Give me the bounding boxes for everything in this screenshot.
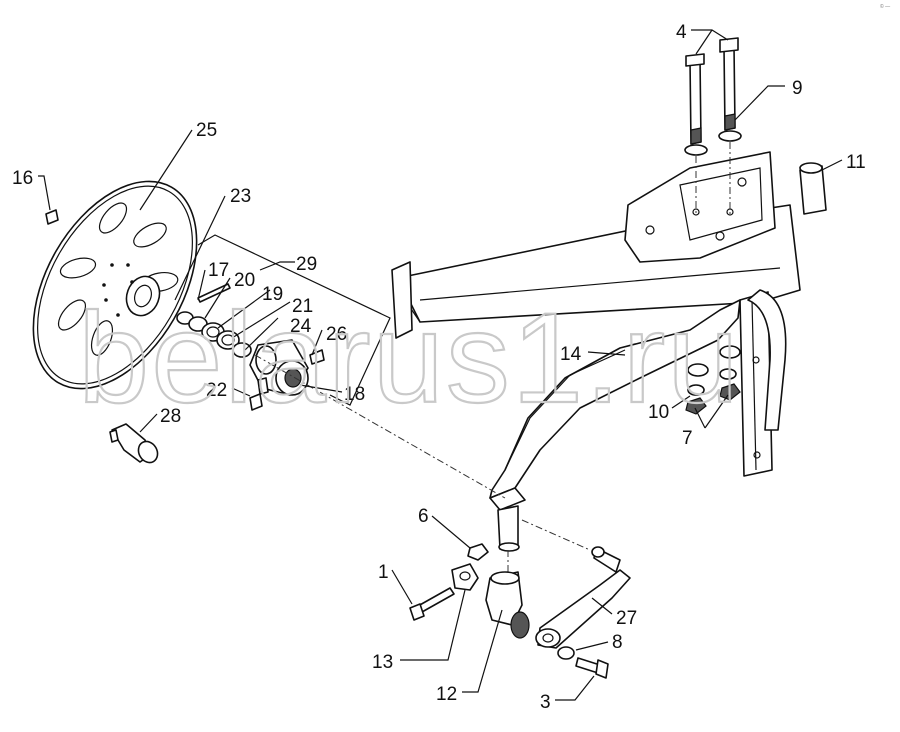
frame-beam (391, 151, 801, 477)
nut-part-6 (467, 543, 489, 561)
callout-13: 13 (372, 652, 393, 673)
bolts-part-4 (684, 37, 742, 215)
callout-1: 1 (378, 562, 389, 583)
bushing-part-11 (799, 162, 827, 215)
callout-18: 18 (344, 384, 365, 405)
callout-8: 8 (612, 632, 623, 653)
callout-6: 6 (418, 506, 429, 527)
arm-part-14 (489, 299, 741, 585)
callout-20: 20 (234, 270, 255, 291)
callout-22: 22 (206, 380, 227, 401)
callout-24: 24 (290, 316, 312, 337)
callout-29: 29 (296, 254, 317, 275)
screw-part-16 (45, 209, 59, 225)
bolt-part-1 (409, 587, 455, 621)
clamp-part-13 (451, 563, 479, 591)
corner-mark: © — (880, 3, 890, 10)
cap-part-28 (109, 423, 159, 464)
callout-19: 19 (262, 284, 283, 305)
callout-7: 7 (682, 428, 693, 449)
callout-28: 28 (160, 406, 181, 427)
lever-part-12 (485, 571, 530, 639)
disc-wheel-part-25 (32, 180, 198, 390)
callout-3: 3 (540, 692, 551, 713)
link-part-27 (535, 546, 631, 649)
watermark-text: belarus1.ru (78, 287, 740, 430)
callout-16: 16 (12, 168, 33, 189)
callout-25: 25 (196, 120, 217, 141)
callout-labels: 1 3 4 6 7 8 9 10 11 12 13 14 16 17 18 19… (12, 22, 866, 713)
nuts-washers-part-7-10 (685, 345, 741, 415)
callout-23: 23 (230, 186, 251, 207)
assembly-bracket-29 (197, 234, 391, 406)
washer-part-8 (557, 646, 575, 660)
callout-27: 27 (616, 608, 637, 629)
callout-9: 9 (792, 78, 803, 99)
callout-4: 4 (676, 22, 687, 43)
callout-26: 26 (326, 324, 347, 345)
leader-lines (38, 29, 843, 701)
callout-10: 10 (648, 402, 669, 423)
callout-14: 14 (560, 344, 582, 365)
callout-21: 21 (292, 296, 313, 317)
callout-17: 17 (208, 260, 229, 281)
callout-12: 12 (436, 684, 457, 705)
callout-11: 11 (846, 152, 866, 173)
bolt-part-3 (575, 657, 609, 679)
